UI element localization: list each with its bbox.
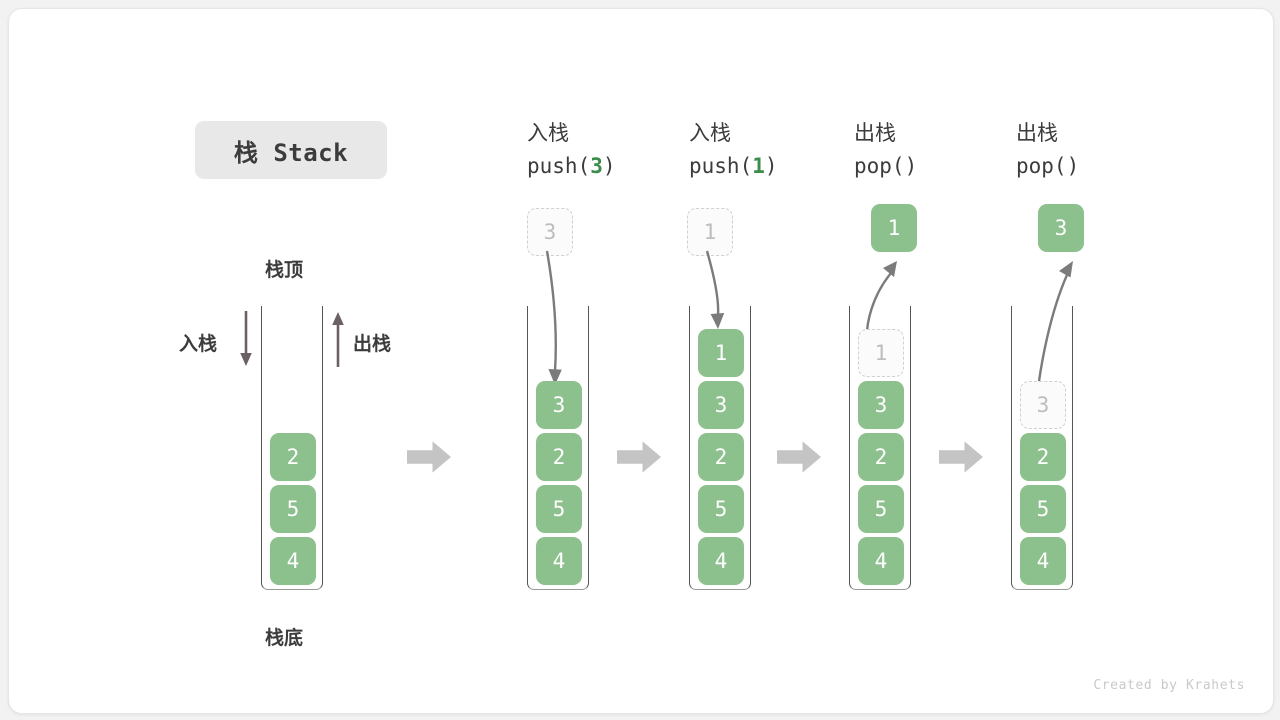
push-motion-arrow-icon	[705, 250, 725, 329]
step-header-code: pop()	[854, 153, 918, 178]
stack-cell: 2	[270, 433, 316, 481]
stack-container-pop-3: 4 5 2 3	[1011, 306, 1073, 590]
stack-bottom-label: 栈底	[265, 627, 304, 649]
stack-container-push-1: 4 5 2 3 1	[689, 306, 751, 590]
stack-cell: 2	[858, 433, 904, 481]
diagram-card: 栈 Stack 栈顶 栈底 入栈 出栈 4 5 2 入栈 push(3) 3	[8, 8, 1274, 714]
stack-cell: 2	[698, 433, 744, 481]
step-header-push-3: 入栈 push(3)	[527, 117, 616, 182]
stack-container-pop-1: 4 5 2 3 1	[849, 306, 911, 590]
stack-cell: 4	[270, 537, 316, 585]
stack-cell: 4	[858, 537, 904, 585]
stack-cell: 2	[1020, 433, 1066, 481]
pop-direction-arrow-icon	[332, 312, 344, 367]
stack-cell: 3	[698, 381, 744, 429]
stack-cells-initial: 4 5 2	[262, 429, 324, 585]
stack-cell: 5	[1020, 485, 1066, 533]
credit-text: Created by Krahets	[1093, 678, 1245, 693]
step-header-push-1: 入栈 push(1)	[689, 117, 778, 182]
stack-cell: 5	[858, 485, 904, 533]
push-motion-arrow-icon	[545, 250, 562, 385]
incoming-ghost-cell: 3	[527, 208, 573, 256]
stack-cell-ghost: 1	[858, 329, 904, 377]
flow-arrow-icon	[939, 441, 983, 473]
pop-direction-label: 出栈	[353, 333, 392, 355]
step-header-cn: 出栈	[1016, 121, 1058, 145]
stack-container-push-3: 4 5 2 3	[527, 306, 589, 590]
stack-cell: 1	[698, 329, 744, 377]
stack-cell: 5	[270, 485, 316, 533]
step-header-cn: 入栈	[527, 121, 569, 145]
stack-cell: 4	[698, 537, 744, 585]
stack-cells-pop-1: 4 5 2 3 1	[850, 325, 912, 585]
stack-cell: 5	[698, 485, 744, 533]
popped-result-cell: 1	[871, 204, 917, 252]
stack-container-initial: 4 5 2	[261, 306, 323, 590]
step-header-pop-3: 出栈 pop()	[1016, 117, 1079, 182]
stack-title-text: 栈 Stack	[233, 138, 349, 167]
stack-cells-push-3: 4 5 2 3	[528, 377, 590, 585]
step-header-code: push(1)	[689, 153, 778, 178]
step-header-cn: 入栈	[689, 121, 731, 145]
stack-title-chip: 栈 Stack	[195, 121, 387, 179]
stack-cell: 5	[536, 485, 582, 533]
push-argument: 3	[590, 153, 603, 178]
stack-cells-push-1: 4 5 2 3 1	[690, 325, 752, 585]
step-header-pop-1: 出栈 pop()	[854, 117, 917, 182]
flow-arrow-icon	[407, 441, 451, 473]
stack-top-label: 栈顶	[265, 259, 304, 281]
flow-arrow-icon	[777, 441, 821, 473]
stack-cell: 4	[536, 537, 582, 585]
stack-cell: 3	[858, 381, 904, 429]
step-header-code: pop()	[1016, 153, 1080, 178]
stack-cell: 3	[536, 381, 582, 429]
popped-result-cell: 3	[1038, 204, 1084, 252]
flow-arrow-icon	[617, 441, 661, 473]
incoming-ghost-cell: 1	[687, 208, 733, 256]
stack-cell-ghost: 3	[1020, 381, 1066, 429]
push-argument: 1	[752, 153, 765, 178]
push-direction-label: 入栈	[179, 333, 218, 355]
push-direction-arrow-icon	[240, 311, 252, 366]
step-header-cn: 出栈	[854, 121, 896, 145]
stack-cell: 4	[1020, 537, 1066, 585]
stack-cells-pop-3: 4 5 2 3	[1012, 377, 1074, 585]
step-header-code: push(3)	[527, 153, 616, 178]
stack-cell: 2	[536, 433, 582, 481]
